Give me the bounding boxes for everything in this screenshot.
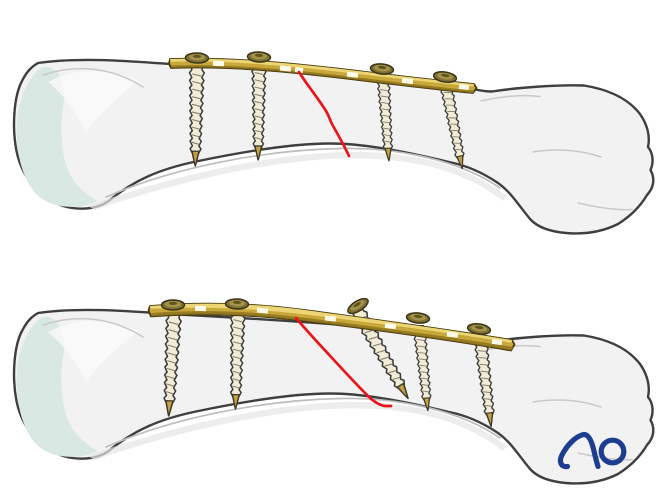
panel-bottom: AO — [12, 294, 655, 485]
screw-head — [184, 51, 210, 65]
screw-head — [160, 299, 186, 311]
plate-hole-highlights — [212, 60, 470, 91]
bone-graphic — [12, 308, 655, 485]
screw-head — [405, 311, 431, 325]
bone-graphic — [12, 58, 655, 235]
plate-top-face — [150, 303, 512, 343]
fracture-line — [297, 70, 351, 158]
screw-head — [224, 297, 250, 311]
ao-logo: AO — [557, 431, 627, 470]
panel-top — [12, 50, 655, 235]
ao-logo-letter-a — [557, 431, 601, 470]
fracture-line — [294, 316, 393, 408]
fixation-plate — [147, 302, 516, 352]
screw-head — [246, 50, 272, 64]
plate-hole-highlights — [194, 305, 503, 346]
ao-logo-letter-o — [598, 437, 627, 466]
